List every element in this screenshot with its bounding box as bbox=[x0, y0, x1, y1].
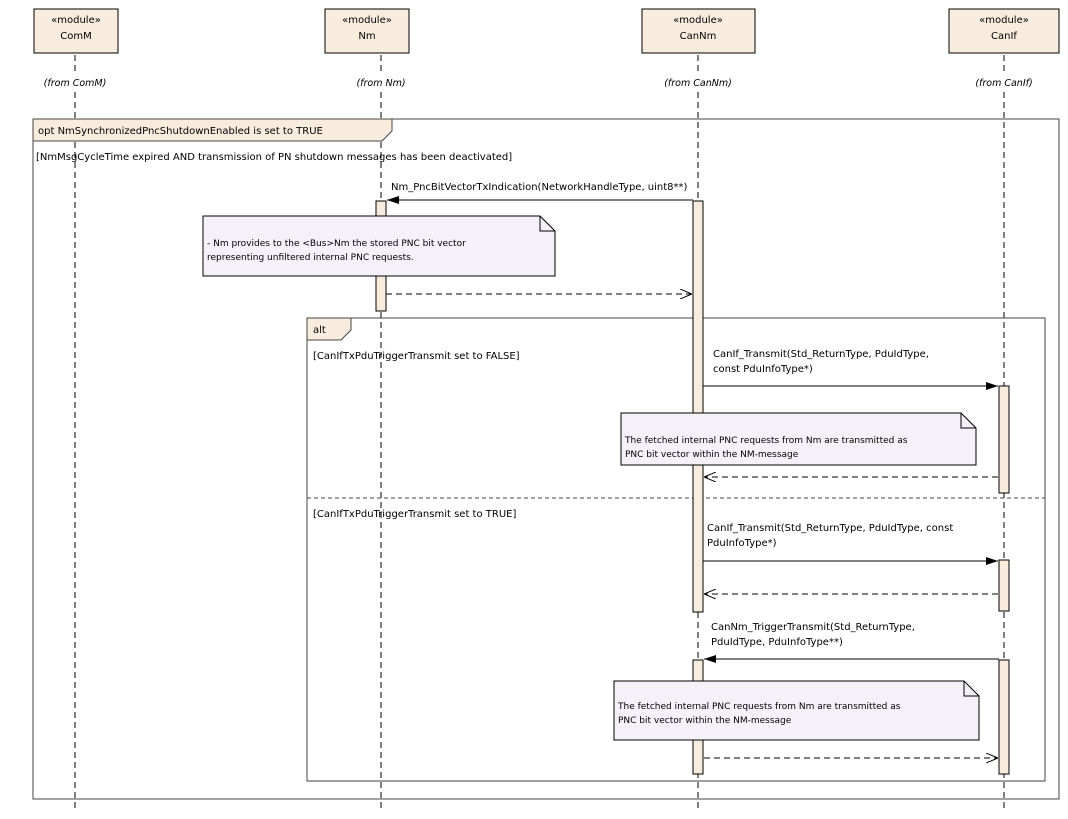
activation-cannm-1 bbox=[692, 200, 704, 613]
lifeline-stereotype: «module» bbox=[979, 15, 1029, 26]
alt-guard-true: [CanIfTxPduTriggerTransmit set to TRUE] bbox=[313, 509, 516, 520]
lifeline-name: ComM bbox=[60, 31, 91, 42]
lifeline-stereotype: «module» bbox=[673, 15, 723, 26]
note-pnc-bit-vector: - Nm provides to the <Bus>Nm the stored … bbox=[202, 215, 556, 277]
note-fetched-pnc-1: The fetched internal PNC requests from N… bbox=[620, 412, 977, 466]
note-text: representing unfiltered internal PNC req… bbox=[207, 253, 414, 263]
note-text: PNC bit vector within the NM-message bbox=[618, 716, 792, 726]
activation-canif-2 bbox=[998, 559, 1010, 612]
message-label: PduIdType, PduInfoType**) bbox=[711, 637, 843, 648]
note-text: PNC bit vector within the NM-message bbox=[625, 450, 799, 460]
message-label: CanNm_TriggerTransmit(Std_ReturnType, bbox=[711, 622, 915, 633]
message-label: Nm_PncBitVectorTxIndication(NetworkHandl… bbox=[391, 182, 688, 193]
alt-frame-label: alt bbox=[313, 325, 326, 336]
lifeline-stereotype: «module» bbox=[342, 15, 392, 26]
lifeline-origin-cannm: (from CanNm) bbox=[664, 78, 732, 89]
message-pnc-bit-vector-tx-indication: Nm_PncBitVectorTxIndication(NetworkHandl… bbox=[387, 182, 693, 204]
lifeline-name: Nm bbox=[358, 31, 375, 42]
activation-canif-1 bbox=[998, 385, 1010, 494]
message-canif-transmit-2: CanIf_Transmit(Std_ReturnType, PduIdType… bbox=[703, 523, 998, 565]
note-text: The fetched internal PNC requests from N… bbox=[624, 436, 908, 446]
lifeline-origin-comm: (from ComM) bbox=[44, 78, 107, 89]
message-label: CanIf_Transmit(Std_ReturnType, PduIdType… bbox=[713, 349, 929, 360]
note-text: - Nm provides to the <Bus>Nm the stored … bbox=[207, 239, 466, 249]
message-cannm-trigger-transmit: CanNm_TriggerTransmit(Std_ReturnType, Pd… bbox=[704, 622, 999, 663]
lifeline-stereotype: «module» bbox=[51, 15, 101, 26]
message-label: const PduInfoType*) bbox=[713, 364, 813, 375]
note-fetched-pnc-2: The fetched internal PNC requests from N… bbox=[613, 680, 980, 741]
lifeline-header-comm[interactable]: «module» ComM bbox=[33, 8, 119, 54]
message-canif-transmit-1: CanIf_Transmit(Std_ReturnType, PduIdType… bbox=[703, 349, 998, 390]
lifeline-header-cannm[interactable]: «module» CanNm bbox=[641, 8, 756, 54]
lifeline-name: CanNm bbox=[680, 31, 717, 42]
opt-frame-guard: [NmMsgCycleTime expired AND transmission… bbox=[36, 152, 512, 163]
opt-frame-label: opt NmSynchronizedPncShutdownEnabled is … bbox=[38, 126, 323, 137]
lifeline-header-nm[interactable]: «module» Nm bbox=[324, 8, 410, 54]
message-label: PduInfoType*) bbox=[707, 538, 777, 549]
note-text: The fetched internal PNC requests from N… bbox=[617, 702, 901, 712]
activation-canif-3 bbox=[998, 659, 1010, 775]
opt-frame: opt NmSynchronizedPncShutdownEnabled is … bbox=[32, 118, 1060, 800]
message-label: CanIf_Transmit(Std_ReturnType, PduIdType… bbox=[707, 523, 953, 534]
lifeline-header-canif[interactable]: «module» CanIf bbox=[948, 8, 1060, 54]
alt-frame: alt [CanIfTxPduTriggerTransmit set to FA… bbox=[306, 317, 1046, 782]
lifeline-name: CanIf bbox=[991, 31, 1017, 42]
lifeline-origin-nm: (from Nm) bbox=[356, 78, 405, 89]
alt-guard-false: [CanIfTxPduTriggerTransmit set to FALSE] bbox=[313, 351, 520, 362]
lifeline-origin-canif: (from CanIf) bbox=[975, 78, 1032, 89]
